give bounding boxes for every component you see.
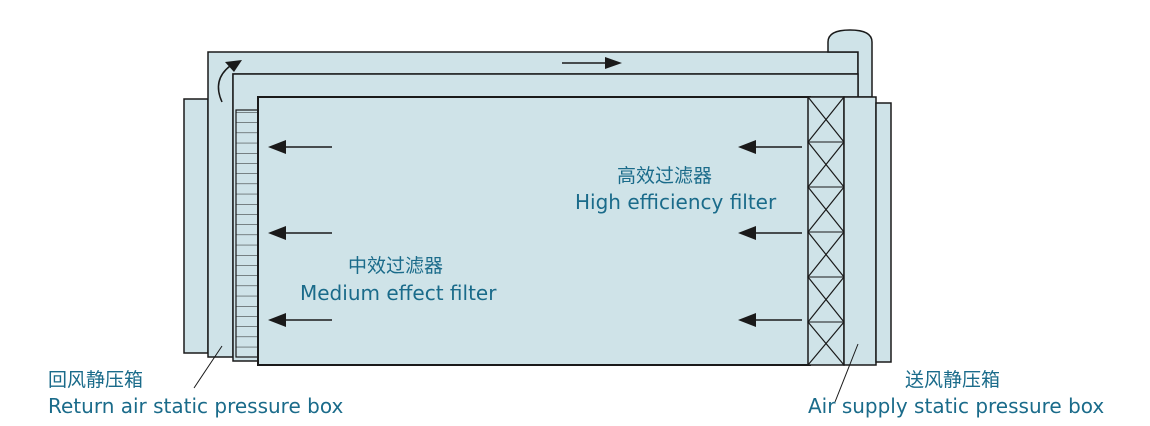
flow-arrow-left-3	[268, 313, 332, 327]
flow-arrow-right-1	[738, 140, 802, 154]
supply-outer-panel	[875, 102, 892, 363]
high-efficiency-filter-label-cn: 高效过滤器	[617, 165, 713, 187]
flow-arrow-left-2	[268, 226, 332, 240]
return-outer-panel	[183, 98, 209, 354]
high-efficiency-filter-label-en: High efficiency filter	[575, 190, 777, 214]
duct-elbow	[827, 29, 873, 98]
medium-effect-filter-label-cn: 中效过滤器	[348, 255, 444, 277]
return-box-label-cn: 回风静压箱	[48, 369, 144, 391]
duct-flow-arrow	[562, 57, 622, 69]
medium-effect-filter	[235, 109, 259, 358]
supply-box-leader	[834, 343, 859, 403]
flow-arrow-left-1	[268, 140, 332, 154]
medium-effect-filter-label-en: Medium effect filter	[300, 281, 497, 305]
main-chamber	[257, 96, 811, 366]
supply-box-label-cn: 送风静压箱	[905, 369, 1001, 391]
return-box-label-en: Return air static pressure box	[48, 394, 344, 418]
flow-arrow-right-2	[738, 226, 802, 240]
return-box-leader	[193, 345, 223, 389]
curved-flow-arrow	[217, 60, 242, 103]
flow-arrow-right-3	[738, 313, 802, 327]
high-efficiency-filter	[807, 96, 845, 366]
supply-box-label-en: Air supply static pressure box	[808, 394, 1105, 418]
supply-pressure-box	[843, 96, 877, 366]
